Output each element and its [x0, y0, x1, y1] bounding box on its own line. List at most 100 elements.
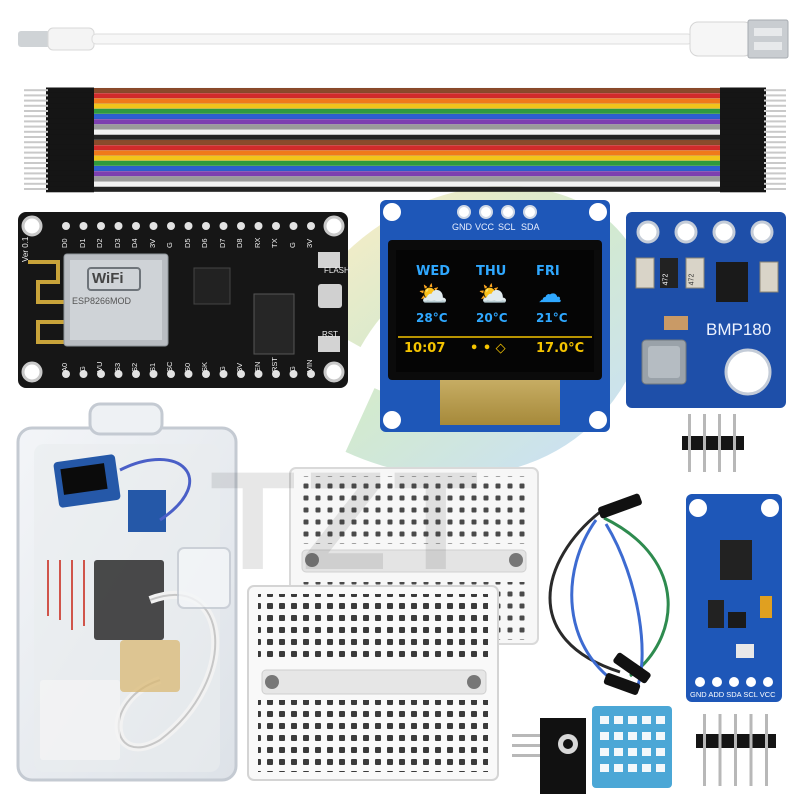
jumper-pin	[24, 110, 48, 112]
jumper-pin	[24, 141, 48, 144]
dht11-sensor-module	[512, 706, 672, 794]
jumper-pin	[24, 94, 48, 97]
jumper-pin	[24, 151, 48, 154]
jumper-housing	[46, 186, 94, 193]
pin-hole	[237, 370, 245, 378]
sensor-vent	[628, 716, 637, 724]
jumper-housing	[720, 139, 766, 146]
sensor-vent	[600, 732, 609, 740]
header-hole	[523, 205, 537, 219]
jumper-wire	[91, 186, 725, 193]
oled-pin-label: VCC	[475, 222, 495, 232]
oled-day-temp: 28°C	[416, 311, 448, 325]
nodemcu-pin-label: D3	[112, 238, 122, 248]
jumper-housing	[720, 149, 766, 156]
jumper-housing	[46, 155, 94, 162]
cloud-icon: ☁	[538, 280, 562, 308]
oled-time: 10:07	[404, 341, 446, 356]
jumper-pin	[24, 104, 48, 107]
gy30-light-sensor-board	[686, 494, 782, 702]
jumper-housing	[46, 144, 94, 151]
jumper-pin	[24, 130, 48, 133]
jumper-wire	[91, 98, 725, 104]
header-pin	[688, 414, 691, 472]
jumper-wire	[91, 176, 725, 182]
jumper-wire	[91, 144, 725, 151]
nodemcu-pin-label: G	[165, 242, 174, 248]
nodemcu-pin-label: VIN	[305, 359, 314, 372]
jumper-pin	[764, 188, 786, 190]
sensor-vent	[642, 748, 651, 756]
cloud-sun-icon: ⛅	[418, 280, 448, 308]
pin-hole	[184, 222, 193, 230]
oled-pin-label: SDA	[521, 222, 540, 232]
jumper-housing	[46, 123, 94, 130]
nodemcu-pin-label: D1	[77, 238, 87, 248]
pin-hole	[132, 222, 140, 230]
sensor-vent	[642, 732, 651, 740]
pin-hole	[289, 222, 298, 230]
header-pin	[733, 414, 736, 472]
oled-status-temp: 17.0°C	[536, 341, 585, 356]
nodemcu-version-label: Ver 0.1	[21, 236, 30, 262]
nodemcu-pin-label: TX	[270, 238, 279, 248]
nodemcu-pin-label: D4	[130, 238, 139, 248]
nodemcu-pin-label: D0	[60, 238, 69, 248]
jumper-pin	[24, 115, 48, 118]
sensor-vent	[628, 732, 637, 740]
jumper-housing	[720, 155, 766, 162]
jumper-housing	[46, 175, 94, 182]
jumper-pin	[24, 99, 48, 102]
jumper-housing	[46, 160, 94, 167]
pin-hole	[237, 222, 245, 230]
header-pin	[734, 714, 737, 786]
oled-display-board	[380, 200, 610, 432]
pin-hole	[254, 222, 263, 230]
header-pin	[512, 734, 542, 737]
jumper-pin	[764, 167, 786, 170]
pin-hole	[219, 222, 228, 230]
jumper-housing	[720, 97, 766, 104]
pin-hole	[307, 222, 315, 230]
rst-button-label: RST	[322, 330, 338, 339]
jumper-housing	[46, 134, 94, 141]
jumper-housing	[720, 160, 766, 167]
header-pin	[512, 744, 542, 747]
jumper-housing	[720, 113, 766, 120]
jumper-housing	[720, 144, 766, 151]
jumper-wire	[91, 108, 725, 115]
jumper-housing	[46, 139, 94, 146]
header-pin	[718, 414, 721, 472]
nodemcu-pin-label: SK	[200, 361, 209, 372]
jumper-housing	[720, 186, 766, 193]
pin-hole	[79, 370, 88, 378]
nodemcu-pin-label: EN	[252, 361, 262, 372]
jumper-pin	[764, 151, 786, 154]
sensor-vent	[614, 764, 623, 772]
nodemcu-pin-label: G	[287, 366, 297, 372]
pin-hole	[219, 370, 228, 378]
nodemcu-pin-label: SC	[165, 361, 174, 372]
bmp180-resistor-1: 472	[662, 273, 670, 286]
jumper-housing	[720, 170, 766, 177]
oled-day-temp: 21°C	[536, 311, 568, 325]
jumper-housing	[46, 97, 94, 104]
wifi-logo: WiFi	[92, 270, 124, 287]
jumper-housing	[46, 181, 94, 188]
sensor-vent	[656, 748, 665, 756]
nodemcu-pin-label: S0	[182, 362, 192, 372]
jumper-wire-ribbon	[24, 87, 786, 193]
bmp180-sensor-board	[626, 212, 786, 408]
jumper-wire	[91, 103, 725, 109]
jumper-housing	[720, 129, 766, 136]
usb-cable	[18, 19, 789, 59]
jumper-housing	[46, 165, 94, 172]
pin-hole	[695, 677, 705, 687]
jumper-pin	[764, 94, 786, 97]
jumper-housing	[720, 92, 766, 99]
jumper-wire	[91, 170, 725, 177]
sensor-vent	[656, 716, 665, 724]
sensor-vent	[628, 748, 637, 756]
jumper-housing	[46, 92, 94, 99]
